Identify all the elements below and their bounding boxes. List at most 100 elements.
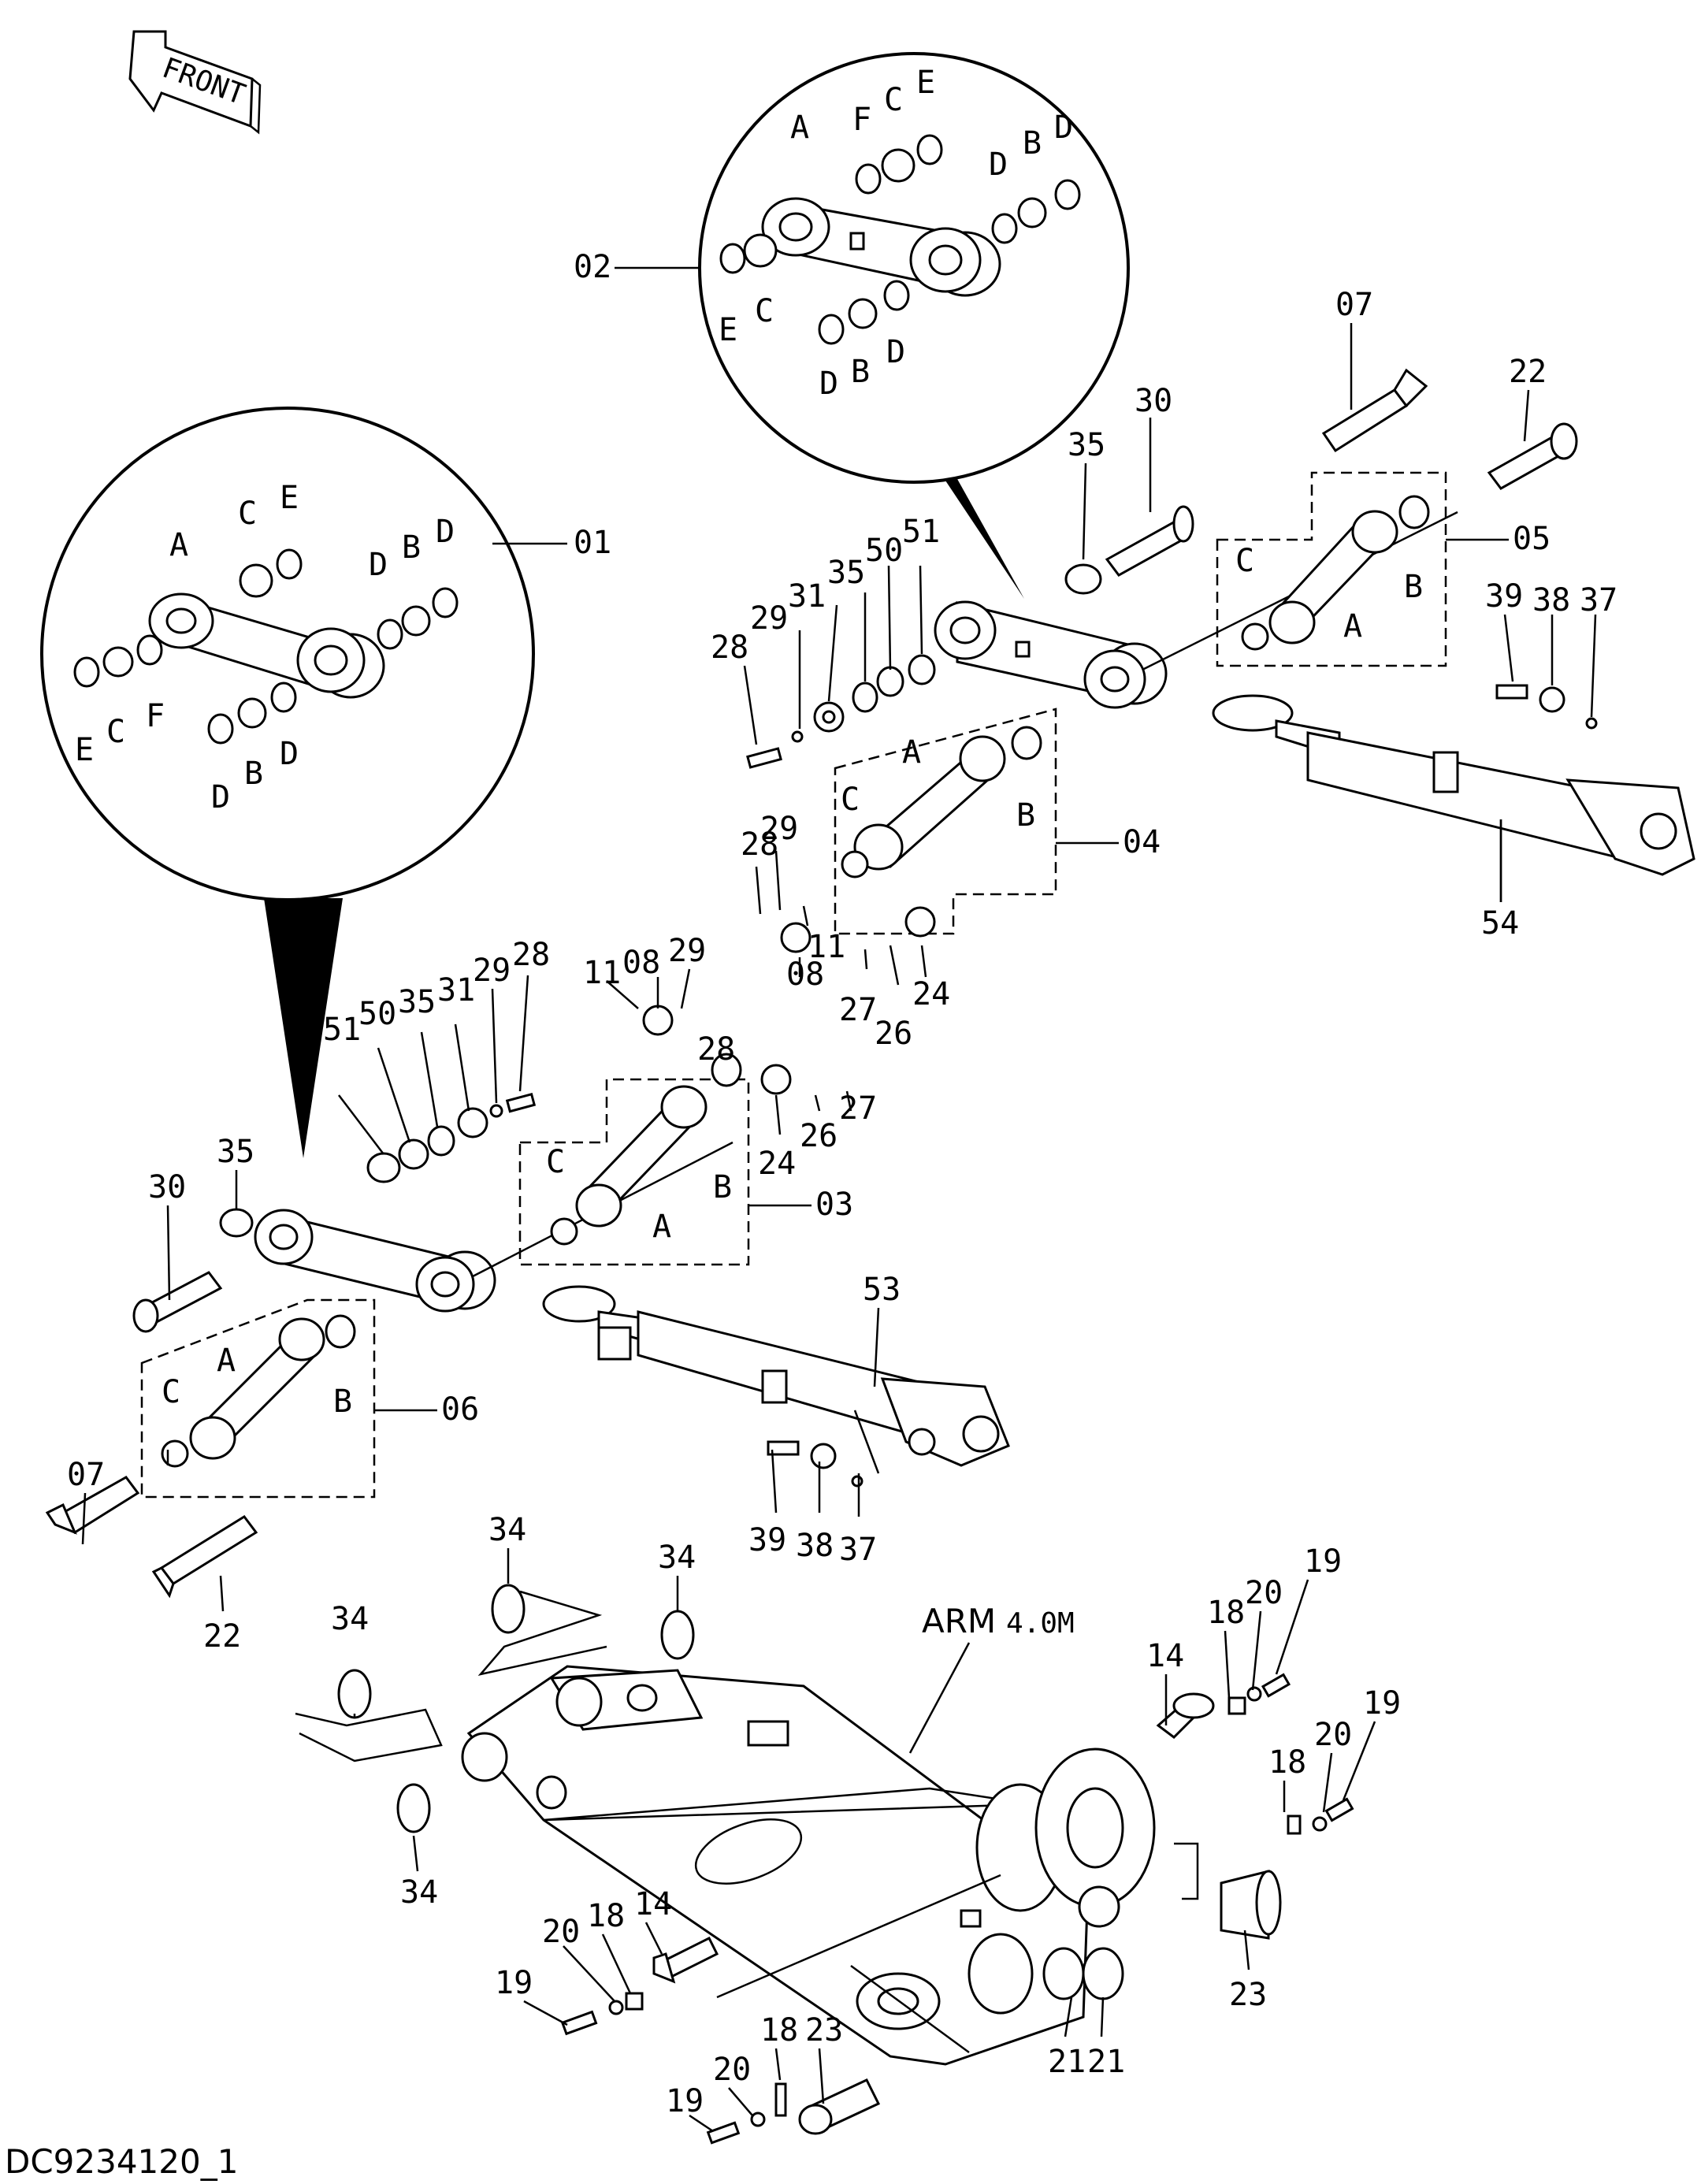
label-28: 28 [697,1031,735,1068]
letter-d: D [211,779,230,815]
letter-d: D [819,366,838,402]
arm-4.0m: ARM 4.0M [461,1602,1156,2066]
ref-04: 04 [1123,824,1161,860]
label-51: 51 [323,1012,361,1048]
label-21: 21 [1087,2044,1125,2080]
letter-c: C [162,1374,180,1410]
letter-a: A [1343,608,1362,644]
letter-a: A [217,1343,236,1379]
ref-02: 02 [574,249,611,285]
label-18: 18 [1207,1595,1245,1631]
letter-d: D [989,147,1008,183]
letter-c: C [841,782,860,818]
letter-d: D [1054,110,1073,146]
label-35: 35 [217,1134,254,1170]
label-20: 20 [1314,1717,1352,1753]
letter-b: B [244,756,263,792]
letter-c: C [884,82,903,118]
ref-03: 03 [815,1187,853,1223]
group-06: A B C 06 [140,1298,479,1499]
letter-e: E [719,312,737,348]
label-29: 29 [760,811,798,847]
label-29: 29 [750,600,788,637]
group-05: A B C 05 [1216,471,1551,667]
letter-b: B [402,529,421,566]
label-11: 11 [808,929,845,965]
label-08: 08 [786,956,824,993]
letter-e: E [280,480,299,516]
label-28: 28 [512,937,550,973]
label-24: 24 [758,1146,796,1182]
leader-lines [81,323,1597,2133]
detail-circle-01: A C E D B D E C F D B D 01 [40,407,611,1158]
letter-a: A [790,110,809,146]
label-29: 29 [668,933,706,969]
label-38: 38 [1532,582,1570,618]
label-14: 14 [634,1886,672,1922]
label-22: 22 [203,1618,241,1655]
letter-c: C [1235,543,1254,579]
label-38: 38 [796,1528,834,1564]
label-37: 37 [839,1532,877,1568]
label-35: 35 [827,555,865,591]
lower-link-assembly [254,1093,734,1313]
arm-pins-bolts [560,1673,1354,2145]
label-30: 30 [1135,383,1172,419]
label-37: 37 [1580,582,1617,618]
cylinder-53 [542,1285,1010,1488]
label-54: 54 [1481,905,1519,942]
label-20: 20 [713,2052,751,2088]
label-08: 08 [622,945,660,981]
letter-b: B [333,1384,352,1420]
group-04: A B C 04 [834,708,1161,935]
cylinder-54 [1212,684,1695,902]
link-assembly-02-drawing [719,134,1081,345]
label-39: 39 [748,1522,786,1558]
label-23: 23 [1229,1977,1267,2013]
label-34: 34 [658,1540,696,1576]
label-18: 18 [760,2012,798,2048]
link-assembly-01-drawing [73,548,459,745]
label-31: 31 [437,972,475,1008]
label-21: 21 [1048,2044,1086,2080]
label-19: 19 [1363,1685,1401,1722]
letter-b: B [1404,569,1423,605]
drawing-id: DC9234120_1 [5,2142,238,2181]
label-28: 28 [711,630,748,666]
letter-b: B [1023,125,1042,162]
letter-a: A [169,527,188,563]
label-34: 34 [400,1874,438,1911]
label-20: 20 [542,1914,580,1950]
label-11: 11 [583,955,621,991]
label-18: 18 [587,1898,625,1934]
label-29: 29 [473,953,511,989]
label-19: 19 [1304,1543,1342,1580]
letter-d: D [369,547,388,583]
letter-d: D [280,736,299,772]
label-23: 23 [805,2012,843,2048]
letter-f: F [852,102,871,138]
seals-34 [295,1584,695,1833]
label-50: 50 [358,996,396,1032]
label-22: 22 [1509,354,1547,390]
label-19: 19 [495,1965,533,2001]
label-39: 39 [1485,578,1523,615]
label-18: 18 [1268,1744,1306,1781]
label-35: 35 [398,984,436,1020]
label-28: 28 [741,826,778,863]
label-31: 31 [788,578,826,615]
label-26: 26 [800,1118,838,1154]
letter-f: F [146,698,165,734]
label-50: 50 [865,533,903,569]
label-24: 24 [912,976,950,1012]
ref-06: 06 [441,1391,479,1428]
arm-length: 4.0M [1006,1607,1075,1640]
letter-d: D [886,334,905,370]
letter-b: B [713,1169,732,1205]
label-30: 30 [148,1169,186,1205]
letter-c: C [106,714,125,750]
detail-circle-02: A F C E D B D E C D B D 02 [574,52,1130,599]
letter-c: C [238,496,257,532]
part-number-labels: 07 22 30 35 28 29 31 35 50 51 39 38 37 5… [67,287,1617,2119]
